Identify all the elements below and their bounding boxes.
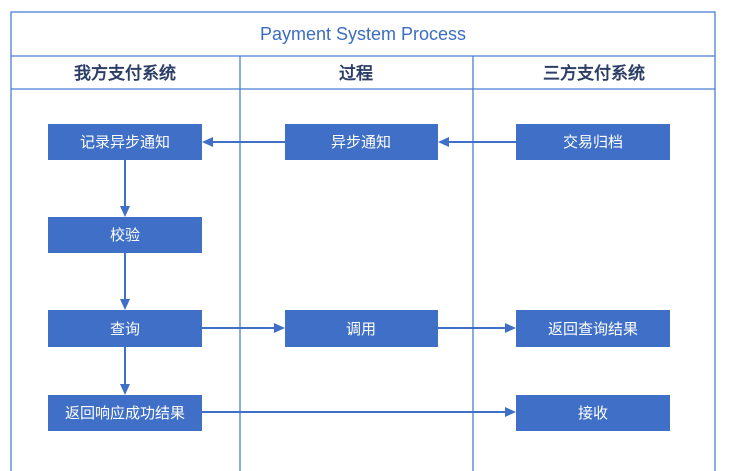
node-label: 记录异步通知: [80, 133, 170, 151]
node-record-async-notify: 记录异步通知: [48, 124, 202, 160]
lane-header-our-system: 我方支付系统: [74, 63, 176, 84]
node-return-response-success: 返回响应成功结果: [48, 395, 202, 431]
node-return-query-result: 返回查询结果: [516, 310, 670, 347]
node-transaction-archive: 交易归档: [516, 124, 670, 160]
lane-header-process: 过程: [339, 64, 373, 84]
diagram-title: Payment System Process: [260, 24, 466, 44]
node-box: [516, 124, 670, 160]
node-label: 异步通知: [331, 133, 391, 151]
lane-header-third-party: 三方支付系统: [543, 63, 645, 84]
node-label: 接收: [578, 404, 608, 422]
node-query: 查询: [48, 310, 202, 347]
arrowhead: [505, 323, 516, 333]
node-box: [516, 395, 670, 431]
node-box: [48, 124, 202, 160]
arrowhead: [202, 137, 213, 147]
arrowhead: [505, 407, 516, 417]
node-async-notify: 异步通知: [285, 124, 438, 160]
edges: [120, 137, 516, 417]
node-receive: 接收: [516, 395, 670, 431]
diagram-frame: [10, 11, 716, 471]
arrowhead: [120, 384, 130, 395]
node-box: [285, 124, 438, 160]
node-label: 返回查询结果: [548, 320, 638, 338]
arrowhead: [120, 299, 130, 310]
node-box: [48, 395, 202, 431]
node-box: [48, 217, 202, 253]
node-verify: 校验: [48, 217, 202, 253]
node-label: 调用: [346, 320, 376, 338]
node-label: 返回响应成功结果: [65, 404, 185, 422]
node-label: 交易归档: [563, 133, 623, 151]
arrowhead: [120, 206, 130, 217]
node-box: [48, 310, 202, 347]
node-box: [285, 310, 438, 347]
node-call: 调用: [285, 310, 438, 347]
node-label: 校验: [110, 226, 140, 244]
node-box: [516, 310, 670, 347]
arrowhead: [438, 137, 449, 147]
node-label: 查询: [110, 320, 140, 338]
arrowhead: [274, 323, 285, 333]
